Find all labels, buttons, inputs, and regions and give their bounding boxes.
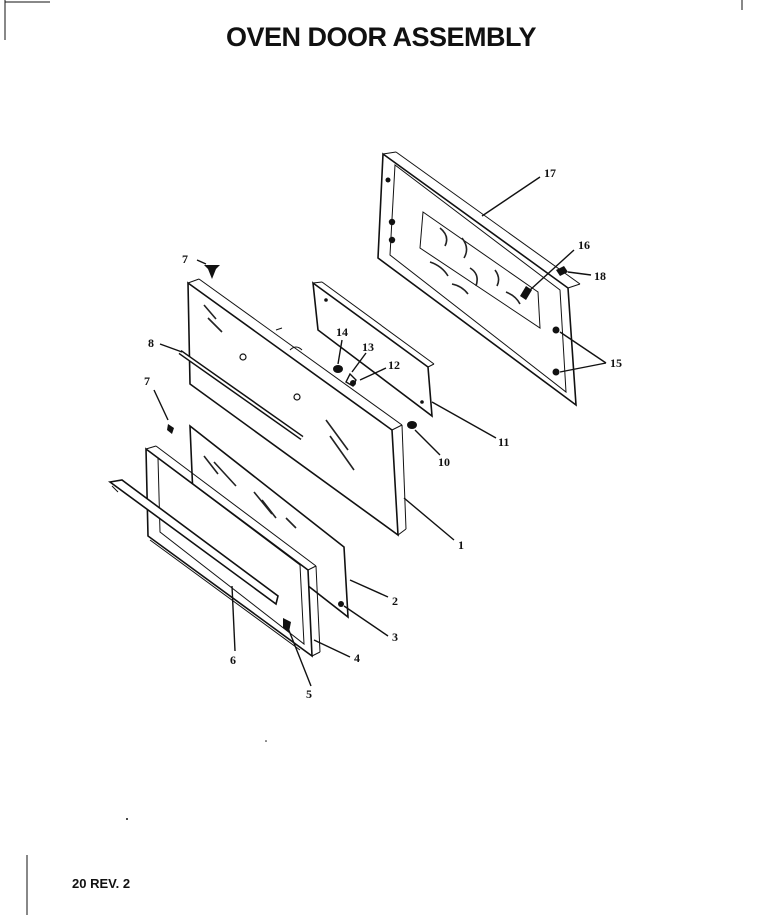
part-1-door-panel — [187, 278, 407, 537]
callout-6: 6 — [230, 653, 236, 667]
part-7-screw-left — [167, 424, 174, 434]
callout-7-top: 7 — [182, 252, 188, 266]
part-10-screw — [407, 421, 417, 429]
page-title: OVEN DOOR ASSEMBLY — [225, 22, 537, 52]
part-11-baffle-panel — [312, 281, 435, 418]
parts-12-13-14-latch-hardware — [333, 365, 357, 387]
leader-lines — [153, 176, 607, 687]
scan-marks — [4, 0, 743, 915]
callout-18: 18 — [594, 269, 606, 283]
callout-16: 16 — [578, 238, 590, 252]
callout-2: 2 — [392, 594, 398, 608]
callout-7-left: 7 — [144, 374, 150, 388]
callout-17: 17 — [544, 166, 556, 180]
part-5-clip — [283, 618, 291, 632]
callout-3: 3 — [392, 630, 398, 644]
callout-labels: 7 8 7 17 16 18 15 14 13 12 10 11 1 2 3 4… — [144, 166, 622, 701]
callout-4: 4 — [354, 651, 360, 665]
part-3-screw — [338, 601, 344, 607]
callout-12: 12 — [388, 358, 400, 372]
part-7-screw-top — [204, 265, 220, 279]
callout-13: 13 — [362, 340, 374, 354]
callout-5: 5 — [306, 687, 312, 701]
part-8-handle — [178, 349, 304, 441]
page-footer: 20 REV. 2 — [72, 876, 131, 891]
part-17-inner-liner — [377, 151, 581, 407]
callout-14: 14 — [336, 325, 348, 339]
part-6-trim-strip — [107, 479, 301, 651]
callout-11: 11 — [498, 435, 509, 449]
callout-1: 1 — [458, 538, 464, 552]
callout-15: 15 — [610, 356, 622, 370]
part-16-bracket — [520, 286, 532, 300]
callout-8: 8 — [148, 336, 154, 350]
part-18-screw — [556, 266, 568, 276]
callout-10: 10 — [438, 455, 450, 469]
